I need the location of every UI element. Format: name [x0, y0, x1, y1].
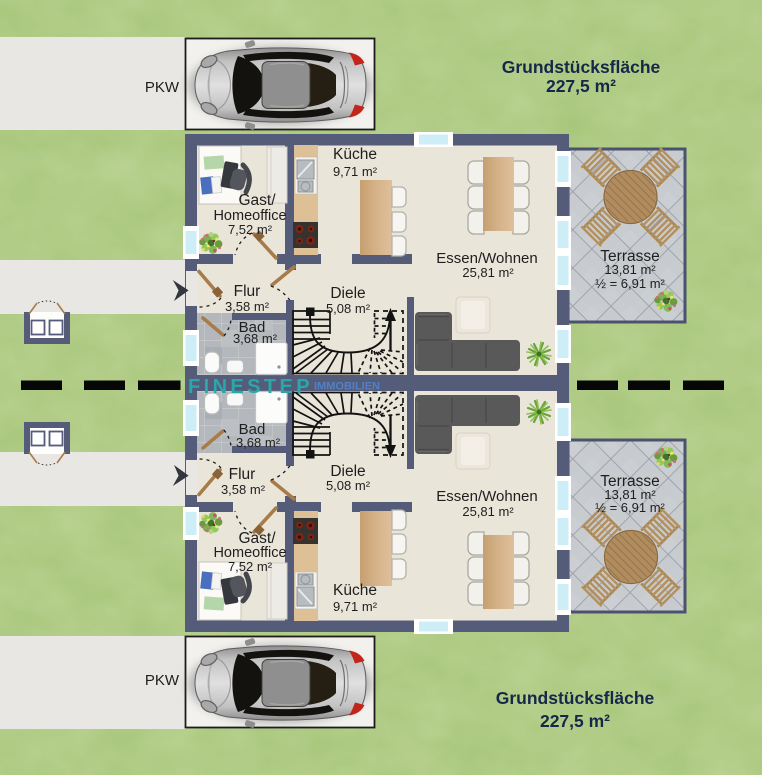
svg-text:25,81 m²: 25,81 m²: [462, 265, 514, 280]
svg-text:Gast/: Gast/: [238, 192, 276, 209]
svg-text:Flur: Flur: [229, 466, 256, 483]
svg-text:IMMOBILIEN: IMMOBILIEN: [314, 381, 380, 393]
svg-text:Diele: Diele: [330, 463, 365, 480]
svg-text:7,52 m²: 7,52 m²: [228, 559, 273, 574]
svg-text:½ = 6,91 m²: ½ = 6,91 m²: [595, 276, 665, 291]
svg-text:Terrasse: Terrasse: [600, 248, 659, 265]
svg-text:5,08 m²: 5,08 m²: [326, 478, 371, 493]
svg-text:Bad: Bad: [239, 421, 266, 438]
svg-text:Gast/: Gast/: [238, 530, 276, 547]
svg-text:7,52 m²: 7,52 m²: [228, 222, 273, 237]
svg-text:Grundstücksfläche: Grundstücksfläche: [496, 688, 655, 708]
svg-text:3,68 m²: 3,68 m²: [236, 435, 281, 450]
svg-text:FINESTEP: FINESTEP: [188, 376, 313, 398]
svg-text:Küche: Küche: [333, 582, 377, 599]
svg-text:3,68 m²: 3,68 m²: [233, 331, 278, 346]
svg-text:Essen/Wohnen: Essen/Wohnen: [436, 250, 537, 267]
svg-text:5,08 m²: 5,08 m²: [326, 301, 371, 316]
svg-text:9,71 m²: 9,71 m²: [333, 599, 378, 614]
svg-text:13,81 m²: 13,81 m²: [604, 487, 656, 502]
svg-text:9,71 m²: 9,71 m²: [333, 164, 378, 179]
svg-text:3,58 m²: 3,58 m²: [225, 299, 270, 314]
svg-text:Terrasse: Terrasse: [600, 473, 659, 490]
svg-text:½ = 6,91 m²: ½ = 6,91 m²: [595, 500, 665, 515]
svg-text:Diele: Diele: [330, 285, 365, 302]
svg-text:227,5 m²: 227,5 m²: [546, 76, 616, 96]
svg-text:Flur: Flur: [234, 283, 261, 300]
svg-text:PKW: PKW: [145, 672, 180, 689]
svg-text:25,81 m²: 25,81 m²: [462, 504, 514, 519]
svg-text:PKW: PKW: [145, 79, 180, 96]
svg-text:Homeoffice: Homeoffice: [213, 545, 286, 561]
svg-text:Essen/Wohnen: Essen/Wohnen: [436, 488, 537, 505]
svg-text:Homeoffice: Homeoffice: [213, 208, 286, 224]
svg-text:Küche: Küche: [333, 146, 377, 163]
svg-text:Bad: Bad: [239, 319, 266, 336]
svg-text:3,58 m²: 3,58 m²: [221, 482, 266, 497]
svg-text:Grundstücksfläche: Grundstücksfläche: [502, 57, 661, 77]
svg-text:227,5 m²: 227,5 m²: [540, 711, 610, 731]
svg-text:13,81 m²: 13,81 m²: [604, 262, 656, 277]
